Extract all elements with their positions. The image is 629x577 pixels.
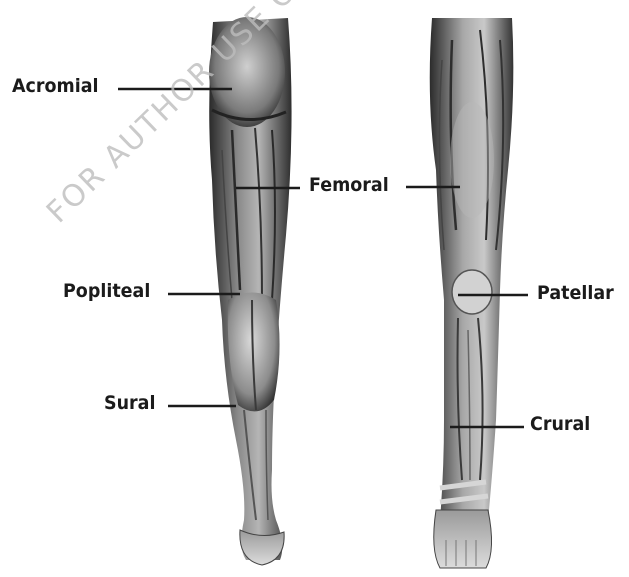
label-crural: Crural [530,413,591,435]
anterior-leg [429,18,514,569]
label-femoral: Femoral [309,174,389,196]
label-acromial: Acromial [12,75,99,97]
label-popliteal: Popliteal [63,280,151,302]
label-sural: Sural [104,392,156,414]
leader-lines [118,87,528,429]
posterior-leg [209,17,292,566]
label-patellar: Patellar [537,282,614,304]
